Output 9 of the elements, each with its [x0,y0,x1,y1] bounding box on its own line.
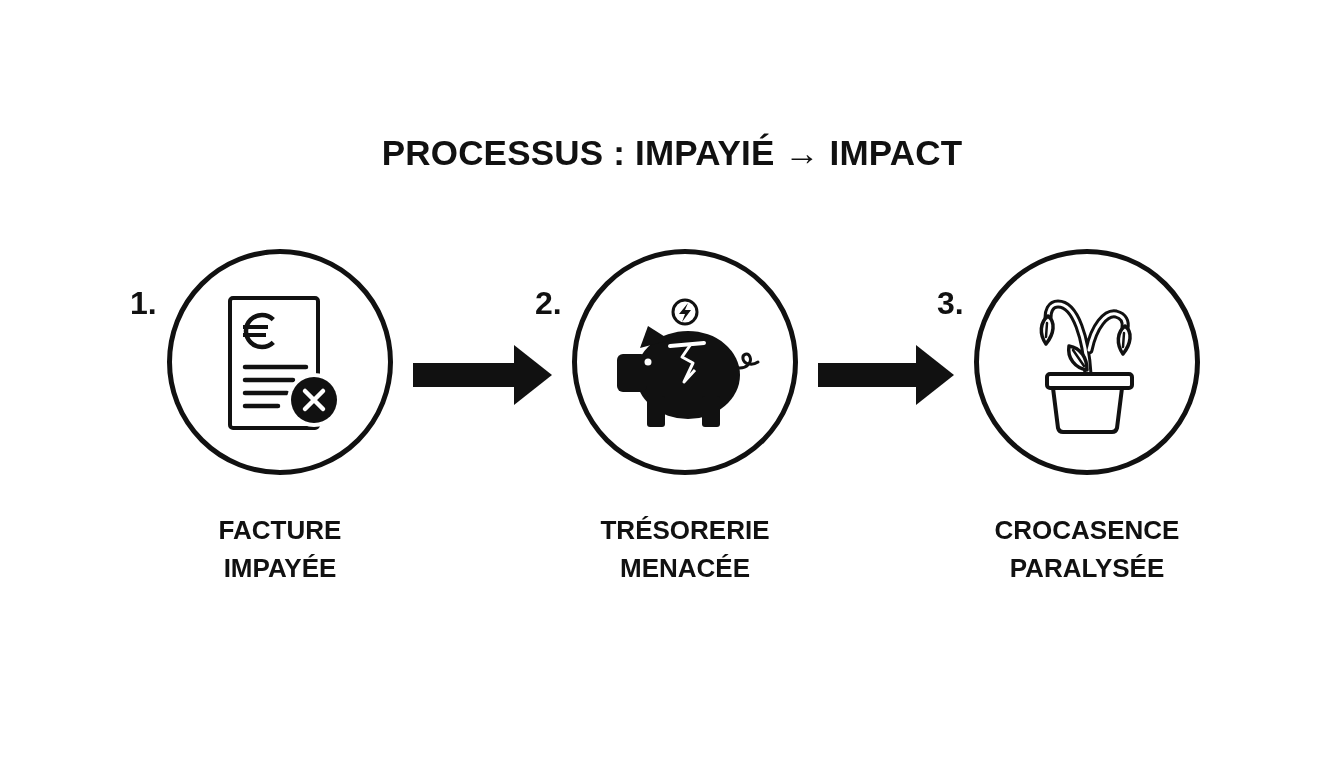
step-number: 1. [130,287,157,319]
step-label: FACTURE IMPAYÉE [217,514,343,585]
arrow [413,345,552,405]
diagram-title: PROCESSUS : IMPAYIÉ → IMPACT [381,132,963,174]
step-label: CROCASENCE PARALYSÉE [993,514,1181,585]
step-label: TRÉSORERIE MENACÉE [599,514,771,585]
arrow [818,345,954,405]
step-number: 3. [937,287,964,319]
step-number: 2. [535,287,562,319]
